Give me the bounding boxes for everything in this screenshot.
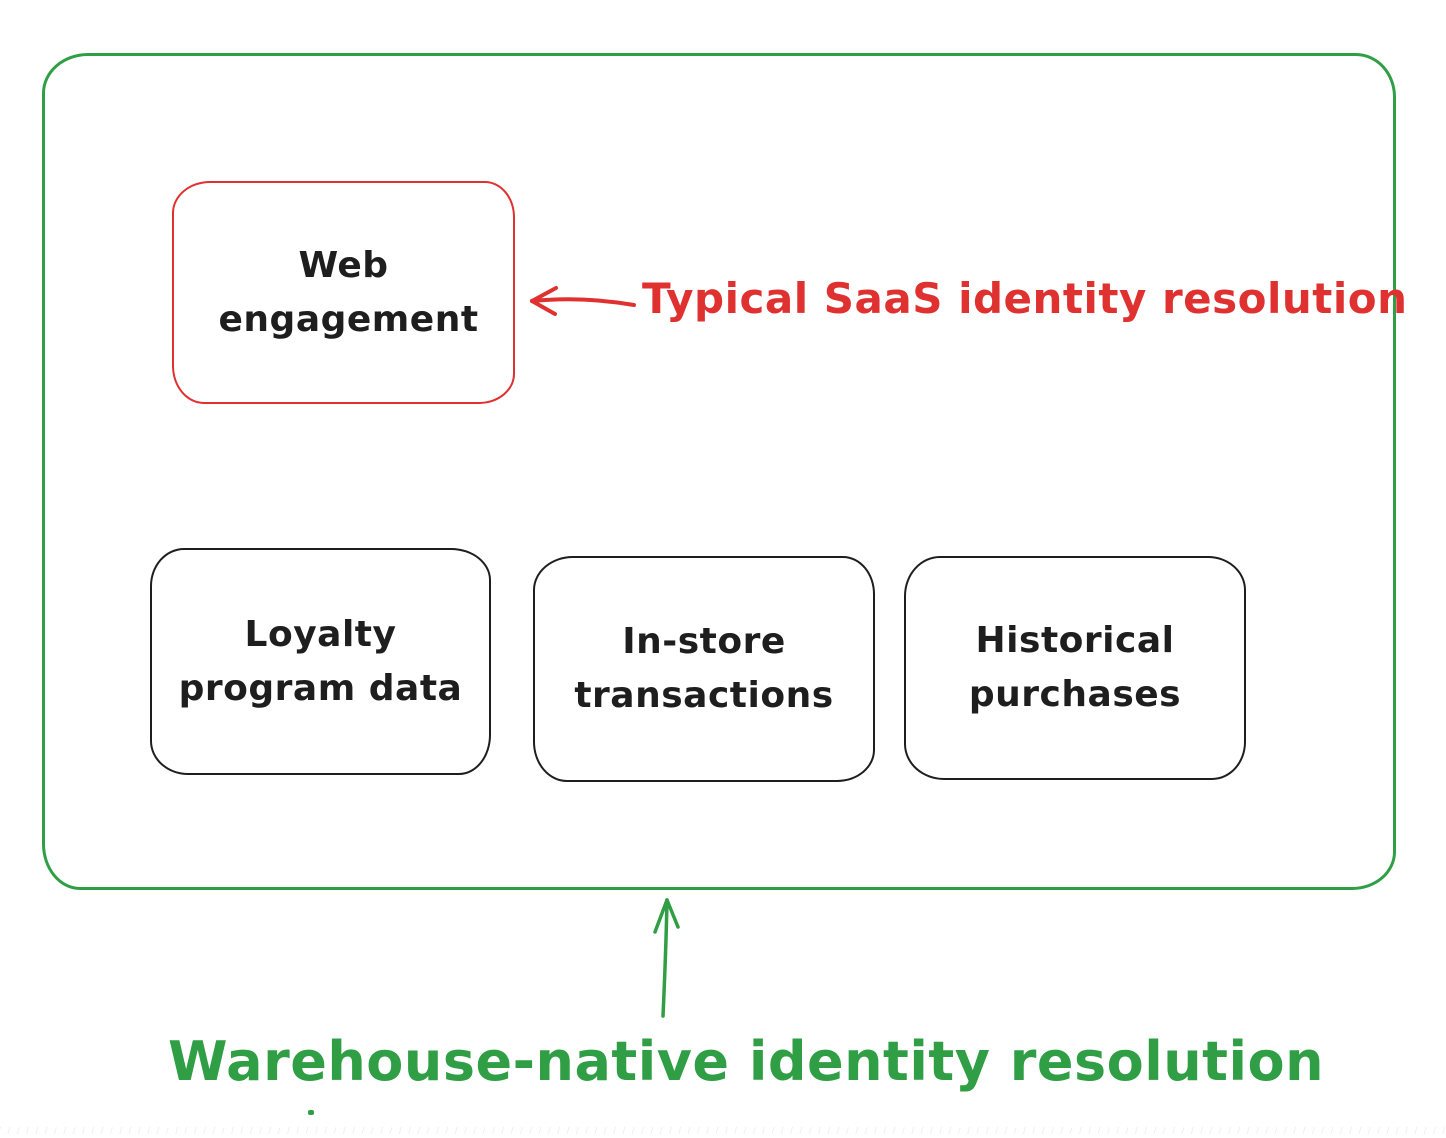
web-engagement-box: Web engagement (172, 181, 515, 404)
left-arrow-icon (530, 286, 636, 316)
loyalty-program-data-box: Loyalty program data (150, 548, 491, 775)
historical-purchases-box: Historical purchases (904, 556, 1246, 780)
in-store-transactions-label: In-store transactions (574, 621, 834, 716)
saas-annotation-label: Typical SaaS identity resolution (642, 274, 1408, 323)
warehouse-boundary-box (42, 53, 1396, 890)
in-store-transactions-box: In-store transactions (533, 556, 875, 782)
loyalty-program-data-label: Loyalty program data (178, 613, 463, 709)
up-arrow-icon (653, 898, 680, 1018)
warehouse-annotation-label: Warehouse-native identity resolution (168, 1030, 1325, 1093)
historical-purchases-label: Historical purchases (968, 620, 1182, 715)
bottom-edge-texture (0, 1127, 1446, 1134)
stray-mark (308, 1110, 314, 1115)
web-engagement-label: Web engagement (218, 244, 479, 340)
